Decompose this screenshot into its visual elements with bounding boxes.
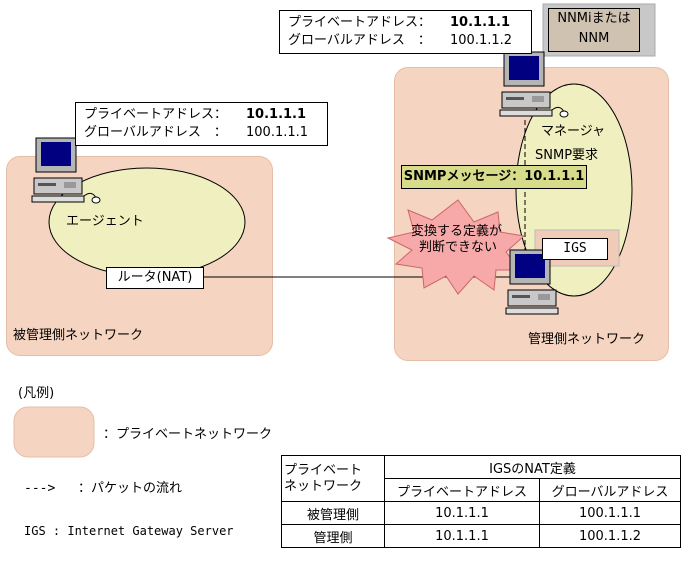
agent-global-value: 100.1.1.1 [246, 125, 309, 140]
agent-address-box: プライベートアドレス： 10.1.1.1 グローバルアドレス ： 100.1.1.1 [75, 102, 328, 146]
agent-private-label: プライベートアドレス： [84, 107, 228, 122]
igs-label: IGS [563, 241, 587, 256]
snmp-request-label: SNMP要求 [535, 148, 599, 163]
manager-global-value: 100.1.1.2 [450, 33, 513, 48]
legend-packet-flow: ：パケットの流れ [78, 481, 183, 496]
legend-arrow: ---> [24, 481, 56, 496]
legend-private-network: ：プライベートネットワーク [103, 427, 273, 442]
table-corner-line1: プライベート [284, 462, 363, 478]
table-row: 被管理側 10.1.1.1 100.1.1.1 [281, 501, 681, 525]
agent-private-value: 10.1.1.1 [246, 107, 307, 122]
table-group-header: IGSのNAT定義 [384, 455, 681, 479]
agent-label: エージェント [66, 214, 144, 229]
manager-computer-icon [499, 51, 569, 118]
manager-label: マネージャ [541, 124, 606, 139]
legend-swatch-private-network [13, 406, 95, 458]
snmp-message-box: SNMPメッセージ：10.1.1.1 [401, 165, 587, 189]
table-cell-private: 10.1.1.1 [384, 501, 540, 525]
table-col-global: グローバルアドレス [539, 478, 681, 502]
table-cell-network: 被管理側 [281, 501, 385, 525]
manager-address-box: プライベートアドレス： 10.1.1.1 グローバルアドレス ： 100.1.1.2 [279, 10, 532, 54]
table-corner: プライベート ネットワーク [281, 455, 385, 502]
router-box: ルータ(NAT) [106, 267, 204, 289]
burst-text-line1: 変換する定義が [411, 224, 503, 239]
burst-text-line2: 判断できない [419, 240, 498, 255]
igs-box: IGS [542, 238, 608, 260]
nnm-label-line1: NNMiまたは [557, 11, 631, 26]
agent-computer-icon [31, 137, 101, 204]
manager-network-label: 管理側ネットワーク [528, 332, 646, 347]
manager-private-label: プライベートアドレス： [288, 15, 432, 30]
igs-computer-icon [505, 249, 559, 315]
table-row: 管理側 10.1.1.1 100.1.1.2 [281, 524, 681, 548]
table-cell-private: 10.1.1.1 [384, 524, 540, 548]
table-cell-global: 100.1.1.2 [539, 524, 681, 548]
table-col-private: プライベートアドレス [384, 478, 540, 502]
manager-global-label: グローバルアドレス ： [288, 33, 431, 48]
legend-title: (凡例) [18, 386, 55, 401]
nat-definition-table: プライベート ネットワーク IGSのNAT定義 プライベートアドレス グローバル… [281, 455, 681, 548]
nnm-box: NNMiまたは NNM [548, 8, 640, 52]
table-cell-network: 管理側 [281, 524, 385, 548]
snmp-message-label: SNMPメッセージ：10.1.1.1 [403, 169, 585, 184]
legend-igs-definition: IGS : Internet Gateway Server [24, 524, 234, 538]
manager-private-value: 10.1.1.1 [450, 15, 511, 30]
table-corner-line2: ネットワーク [284, 478, 363, 494]
table-cell-global: 100.1.1.1 [539, 501, 681, 525]
nnm-label-line2: NNM [578, 31, 610, 46]
router-label: ルータ(NAT) [117, 270, 193, 285]
agent-global-label: グローバルアドレス ： [84, 125, 227, 140]
alert-burst [386, 199, 526, 295]
managed-network-label: 被管理側ネットワーク [13, 328, 144, 343]
